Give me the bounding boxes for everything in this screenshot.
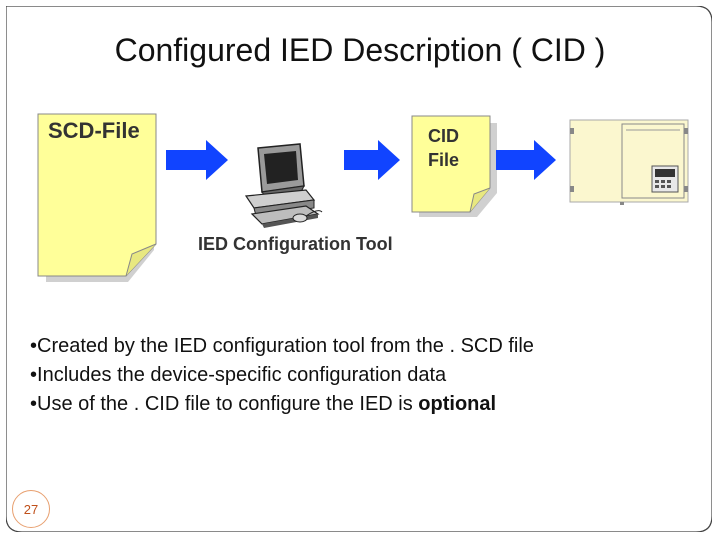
bullet-text: Use of the . CID file to configure the I…: [37, 393, 419, 415]
arrow-icon: [344, 140, 400, 180]
page-number-badge: 27: [12, 490, 50, 528]
tool-label: IED Configuration Tool: [198, 234, 393, 254]
bullet-item: •Use of the . CID file to configure the …: [30, 393, 497, 415]
slide-frame: [6, 6, 712, 532]
arrow-icon: [496, 140, 556, 180]
cid-file-document: [411, 115, 497, 217]
cid-label-line1: CID: [428, 126, 459, 146]
scd-file-document: [37, 113, 157, 282]
cid-file-label: CID File: [428, 124, 488, 172]
scd-file-label: SCD-File: [48, 118, 140, 143]
arrow-icon: [166, 140, 228, 180]
cid-label-line2: File: [428, 150, 460, 170]
bullet-text: Includes the device-specific configurati…: [37, 364, 447, 386]
computer-icon: [244, 143, 323, 228]
bullet-text: Created by the IED configuration tool fr…: [37, 335, 534, 357]
bullet-emphasis: optional: [418, 393, 497, 415]
slide-border: [6, 6, 712, 532]
ied-device-icon: [569, 119, 689, 205]
bullet-list: •Created by the IED configuration tool f…: [30, 332, 534, 419]
slide-title: Configured IED Description ( CID ): [114, 32, 606, 68]
bullet-item: •Created by the IED configuration tool f…: [30, 335, 534, 357]
page-number: 27: [23, 501, 39, 517]
bullet-item: •Includes the device-specific configurat…: [30, 364, 447, 386]
